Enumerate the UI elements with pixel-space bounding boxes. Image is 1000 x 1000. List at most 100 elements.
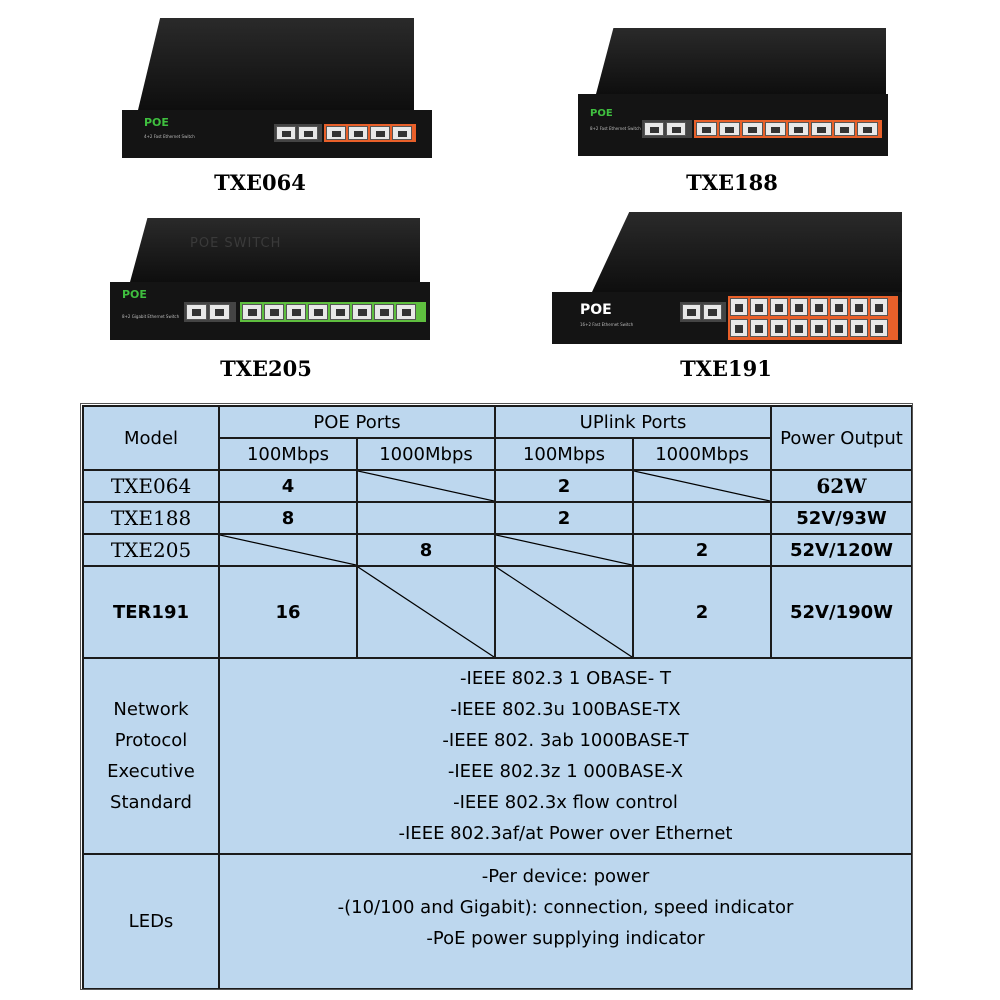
led-item: -PoE power supplying indicator: [426, 928, 705, 949]
protocol-item: -IEEE 802.3z 1 000BASE-X: [447, 761, 684, 782]
table-row: TER191 16 2 52V/190W: [82, 565, 913, 659]
port: [750, 319, 768, 337]
cell-uplink-100-empty: [494, 565, 634, 659]
cell-model: TXE064: [82, 469, 220, 503]
port: [870, 298, 888, 316]
port: [264, 304, 284, 320]
cell-poe-1000-empty: [356, 565, 496, 659]
diagonal-line: [496, 535, 632, 565]
cell-uplink-100-empty: [494, 533, 634, 567]
poe-logo: POE: [580, 302, 612, 318]
cell-poe-100-empty: [218, 533, 358, 567]
cell-model: TXE205: [82, 533, 220, 567]
port: [396, 304, 416, 320]
port: [770, 298, 788, 316]
port: [730, 319, 748, 337]
uplink-ports: [642, 120, 692, 138]
header-poe-1000: 1000Mbps: [356, 437, 496, 471]
port: [308, 304, 328, 320]
port: [770, 319, 788, 337]
cell-poe-100: 4: [218, 469, 358, 503]
cell-poe-100: 16: [218, 565, 358, 659]
cell-uplink-100: 2: [494, 469, 634, 503]
poe-ports: [694, 120, 882, 138]
product-caption: TXE191: [680, 356, 772, 381]
port: [352, 304, 372, 320]
product-txe205: POE SWITCH POE 8+2 Gigabit Ethernet Swit…: [110, 218, 432, 342]
switch-top: [592, 212, 902, 292]
port: [703, 304, 722, 320]
header-uplink-100: 100Mbps: [494, 437, 634, 471]
port: [719, 122, 740, 136]
cell-poe-1000-empty: [356, 469, 496, 503]
header-poe-ports: POE Ports: [218, 405, 496, 439]
header-poe-100: 100Mbps: [218, 437, 358, 471]
protocol-item: -IEEE 802. 3ab 1000BASE-T: [442, 730, 689, 751]
switch-top: [138, 18, 414, 110]
port: [810, 319, 828, 337]
cell-uplink-1000: 2: [632, 533, 772, 567]
cell-power: 62W: [770, 469, 913, 503]
port: [830, 319, 848, 337]
port: [788, 122, 809, 136]
leds-list: -Per device: power -(10/100 and Gigabit)…: [218, 853, 913, 990]
led-item: -(10/100 and Gigabit): connection, speed…: [337, 897, 794, 918]
table-row: TXE064 4 2 62W: [82, 469, 913, 503]
cell-uplink-1000-empty: [632, 469, 772, 503]
product-txe064: POE 4+2 Fast Ethernet Switch: [118, 18, 434, 160]
uplink-ports: [184, 302, 236, 322]
poe-logo: POE: [122, 288, 147, 301]
port: [209, 304, 230, 320]
port: [742, 122, 763, 136]
table-row: TXE188 8 2 52V/93W: [82, 501, 913, 535]
diagonal-line: [634, 471, 770, 501]
product-caption: TXE188: [686, 170, 778, 195]
poe-logo: POE: [144, 116, 169, 129]
product-caption: TXE205: [220, 356, 312, 381]
port: [242, 304, 262, 320]
cell-uplink-100: 2: [494, 501, 634, 535]
protocol-label-line: Protocol: [114, 730, 188, 751]
port: [696, 122, 717, 136]
port: [666, 122, 686, 136]
port: [810, 298, 828, 316]
port: [374, 304, 394, 320]
spec-table: Model POE Ports UPlink Ports Power Outpu…: [82, 405, 913, 990]
switch-subtext: 8+2 Gigabit Ethernet Switch: [122, 314, 180, 319]
leds-label: LEDs: [82, 853, 220, 990]
switch-top: [130, 218, 420, 282]
uplink-ports: [274, 124, 322, 142]
port: [276, 126, 296, 140]
cell-uplink-1000: 2: [632, 565, 772, 659]
product-caption: TXE064: [214, 170, 306, 195]
led-item: -Per device: power: [481, 866, 650, 887]
protocol-item: -IEEE 802.3x flow control: [453, 792, 678, 813]
table-row-protocol: Network Protocol Executive Standard -IEE…: [82, 657, 913, 855]
protocol-list: -IEEE 802.3 1 OBASE- T -IEEE 802.3u 100B…: [218, 657, 913, 855]
cell-poe-1000-empty: [356, 501, 496, 535]
diagonal-line: [358, 567, 494, 657]
poe-ports: [324, 124, 416, 142]
port: [765, 122, 786, 136]
poe-ports: [240, 302, 426, 322]
cell-poe-100: 8: [218, 501, 358, 535]
switch-subtext: 16+2 Fast Ethernet Switch: [580, 322, 634, 327]
port: [326, 126, 346, 140]
port: [298, 126, 318, 140]
port: [730, 298, 748, 316]
uplink-ports: [680, 302, 726, 322]
port: [330, 304, 350, 320]
port: [286, 304, 306, 320]
port: [850, 319, 868, 337]
port: [348, 126, 368, 140]
cell-model: TER191: [82, 565, 220, 659]
port: [870, 319, 888, 337]
port: [370, 126, 390, 140]
diagonal-line: [496, 567, 632, 657]
protocol-label: Network Protocol Executive Standard: [82, 657, 220, 855]
diagonal-line: [220, 535, 356, 565]
switch-top: [596, 28, 886, 94]
header-uplink-1000: 1000Mbps: [632, 437, 772, 471]
poe-logo: POE: [590, 108, 613, 119]
header-power-output: Power Output: [770, 405, 913, 471]
